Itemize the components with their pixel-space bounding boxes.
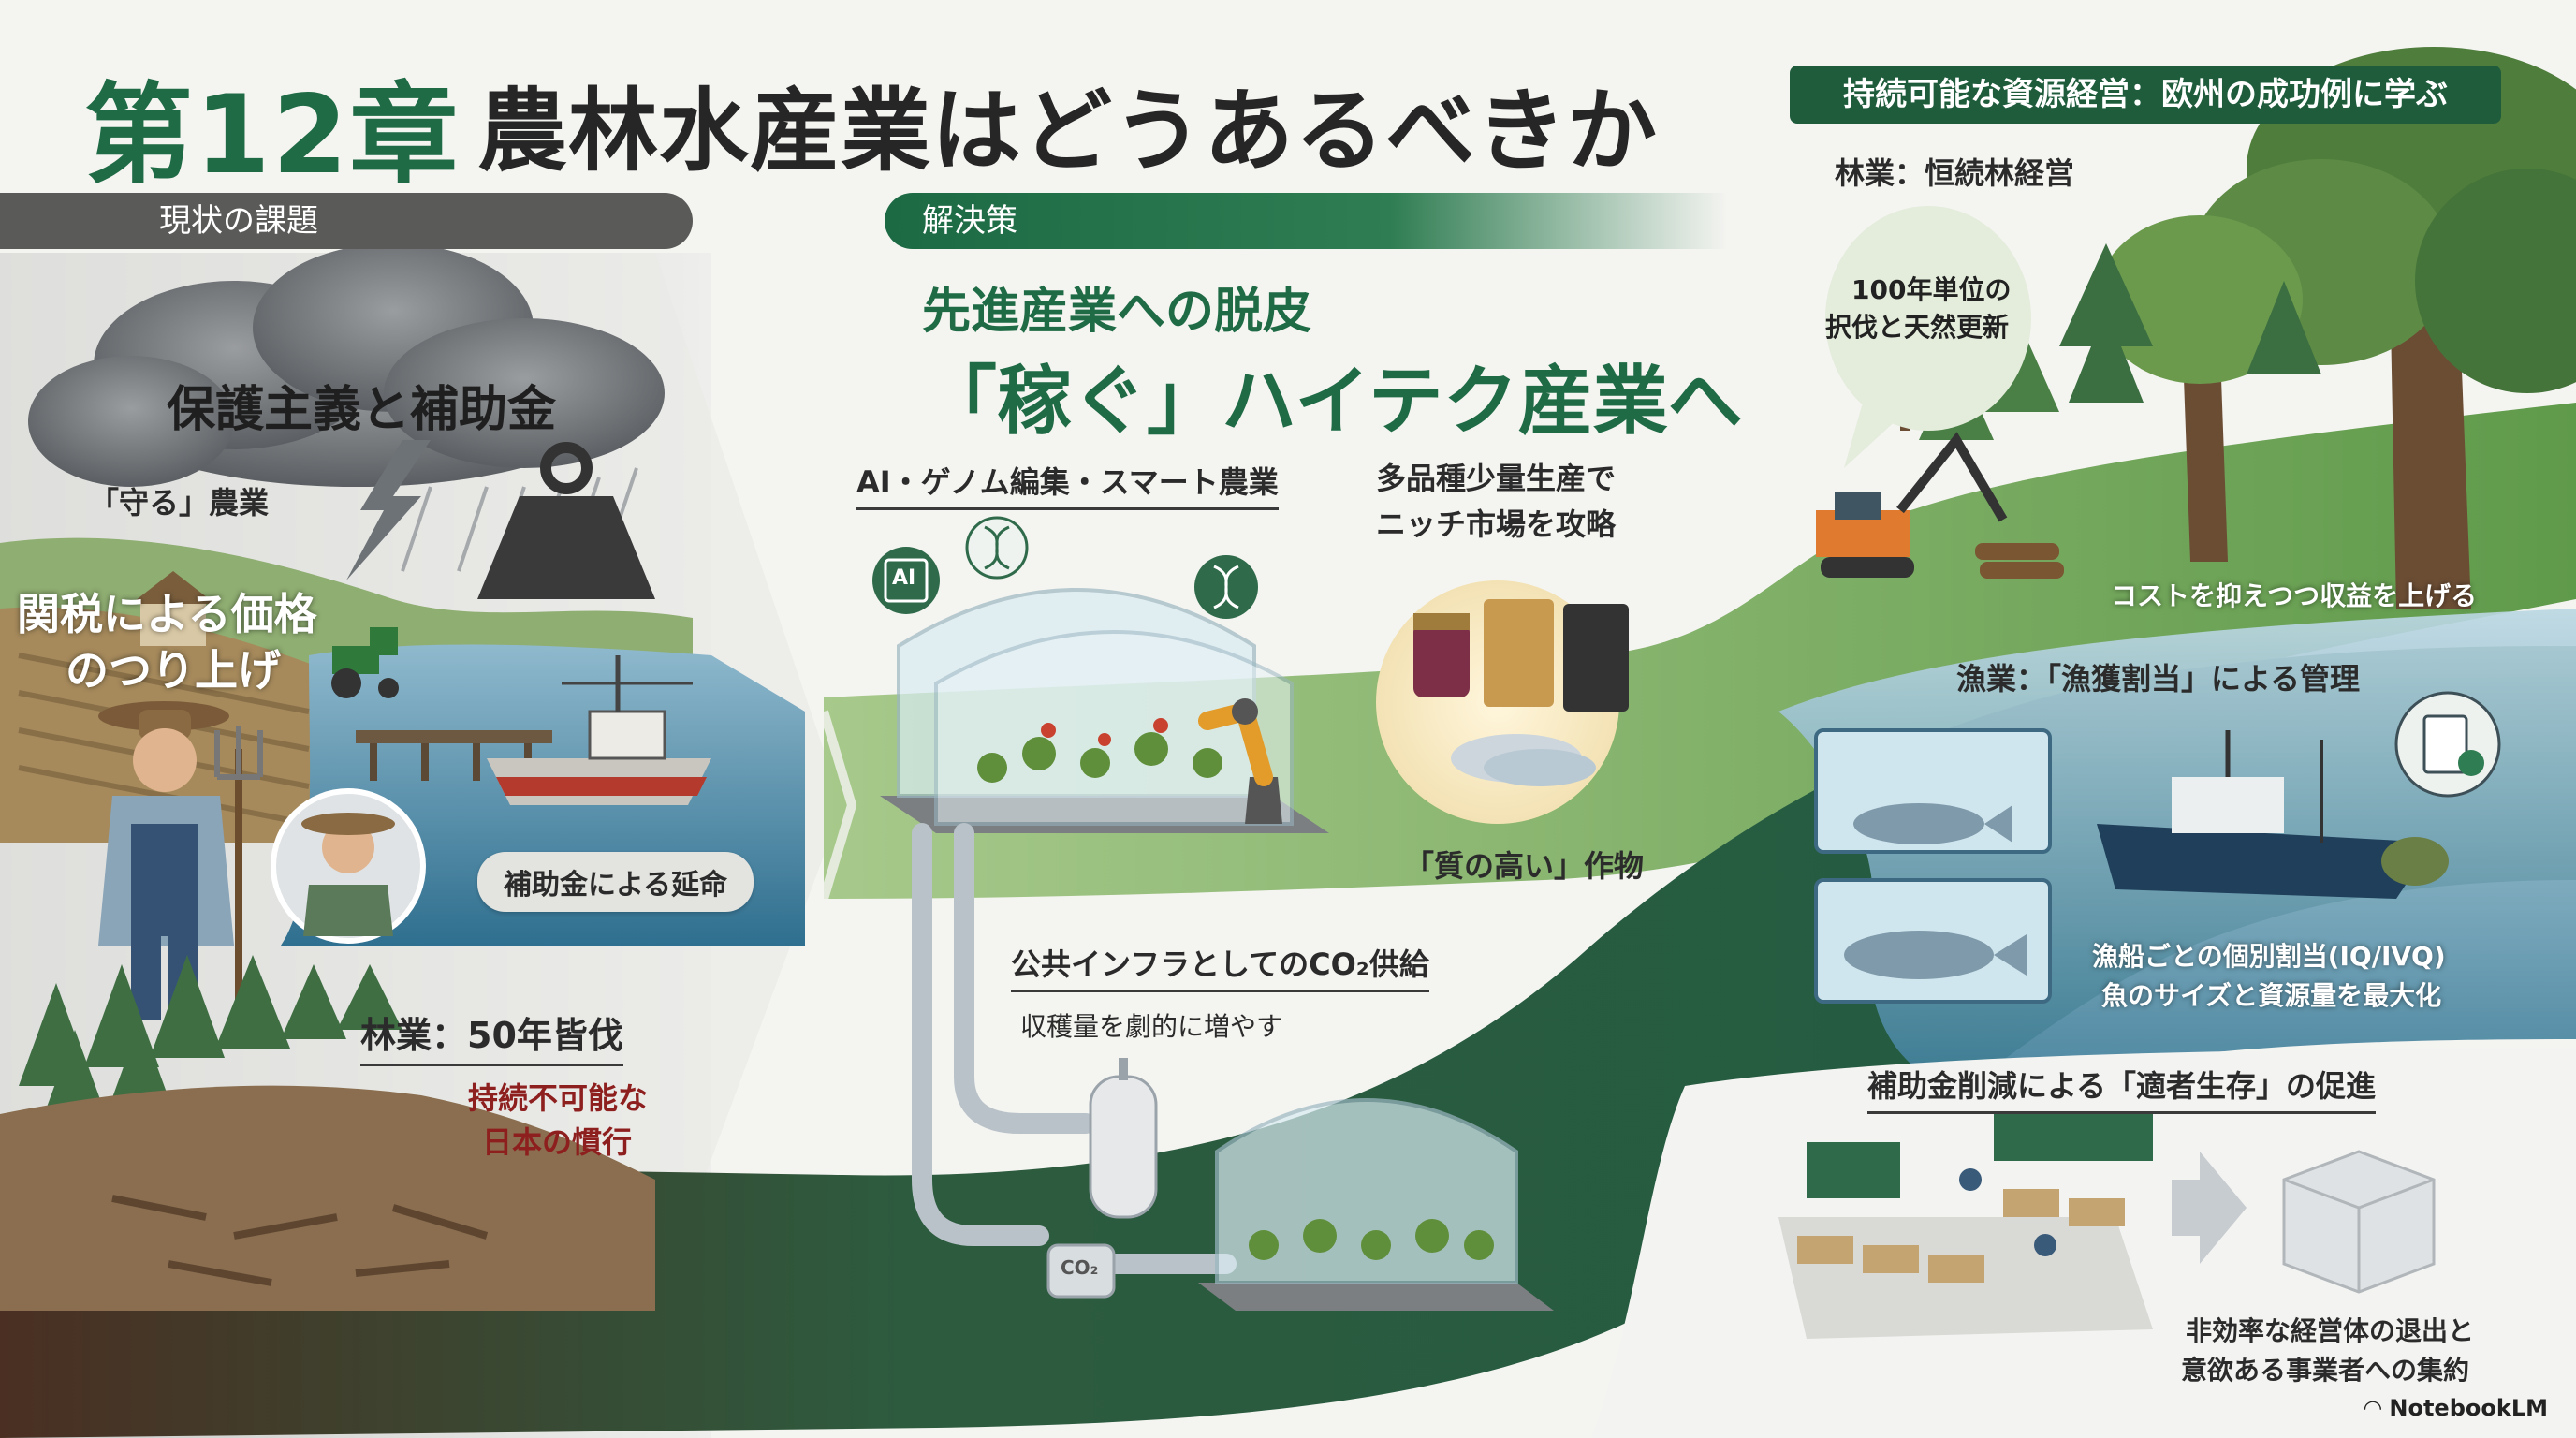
- fishery-quota-label: 漁業：「漁獲割当」による管理: [1956, 661, 2361, 697]
- lightning-icon: [346, 440, 431, 580]
- forestry-continuous-label: 林業：恒続林経営: [1835, 155, 2075, 191]
- fishery-quota-line2: 魚のサイズと資源量を最大化: [2101, 980, 2442, 1011]
- excavator-icon: [1816, 432, 2064, 579]
- solution-heading-1: 先進産業への脱皮: [922, 284, 1312, 340]
- subsidy-cut-line1: 非効率な経営体の退出と: [2186, 1315, 2475, 1346]
- europe-banner: 持続可能な資源経営：欧州の成功例に学ぶ: [1790, 66, 2501, 124]
- robot-arm-icon: [1198, 698, 1282, 824]
- page-title: 農林水産業はどうあるべきか: [477, 79, 1658, 183]
- ai-smart-agri-label: AI・ゲノム編集・スマート農業: [856, 459, 1279, 510]
- subsidy-pill: 補助金による延命: [477, 852, 754, 912]
- tariff-label-line2: のつり上げ: [66, 645, 281, 696]
- subsidy-cut-line2: 意欲ある事業者への集約: [2181, 1355, 2470, 1386]
- forestry-cost-label: コストを抑えつつ収益を上げる: [2111, 580, 2478, 611]
- greenhouse-icon: [880, 588, 1329, 833]
- niche-label-line2: ニッチ市場を攻略: [1376, 506, 1617, 542]
- current-issues-banner: 現状の課題: [0, 193, 693, 249]
- co2-supply-label: 公共インフラとしてのCO₂供給: [1011, 941, 1429, 992]
- weight-icon: [477, 442, 655, 599]
- solution-banner: 解決策: [885, 193, 1727, 249]
- forestry-bubble-line2: 択伐と天然更新: [1825, 312, 2010, 343]
- co2-tank-icon: [1046, 1058, 1158, 1299]
- dna-icon: [965, 516, 1258, 619]
- forestry-bubble-line1: 100年単位の: [1852, 274, 2012, 305]
- co2-tank-label: CO₂: [1061, 1256, 1099, 1279]
- protect-agriculture-label: 「守る」農業: [89, 485, 270, 521]
- tariff-label-line1: 関税による価格: [17, 589, 317, 639]
- tractor-icon: [331, 627, 399, 698]
- brand-label: NotebookLM: [2389, 1395, 2548, 1421]
- cube-stack-icon: [2282, 1150, 2436, 1294]
- unsustainable-label-line1: 持続不可能な: [468, 1080, 649, 1116]
- chapter-number: 第12章: [84, 72, 461, 198]
- solution-heading-2: 「稼ぐ」ハイテク産業へ: [922, 358, 1743, 445]
- quality-crops-label: 「質の高い」作物: [1404, 848, 1645, 884]
- arrow-right-icon: [2172, 1152, 2247, 1264]
- forestry-clearcut-label: 林業：50年皆伐: [360, 1006, 623, 1066]
- unsustainable-label-line2: 日本の慣行: [482, 1124, 633, 1160]
- market-stall-icon: [1778, 1114, 2153, 1339]
- co2-yield-label: 収穫量を劇的に増やす: [1020, 1011, 1283, 1042]
- niche-label-line1: 多品種少量生産で: [1376, 461, 1617, 496]
- checklist-icon: [2394, 691, 2501, 798]
- fishing-boat-icon-2: [2097, 730, 2449, 899]
- fish-icon: [1484, 749, 2027, 979]
- subsidy-cut-label: 補助金削減による「適者生存」の促進: [1867, 1063, 2377, 1114]
- ai-chip-icon: [872, 547, 940, 614]
- cloud-label: 保護主義と補助金: [167, 382, 557, 438]
- fishery-quota-line1: 漁船ごとの個別割当(IQ/IVQ): [2092, 941, 2446, 972]
- notebooklm-icon: ◠: [2364, 1395, 2390, 1421]
- ai-chip-label: AI: [892, 566, 916, 590]
- brand-logo: ◠ NotebookLM: [2364, 1395, 2548, 1421]
- fishing-boat-icon: [487, 655, 711, 805]
- rain-cloud-icon: [28, 243, 665, 487]
